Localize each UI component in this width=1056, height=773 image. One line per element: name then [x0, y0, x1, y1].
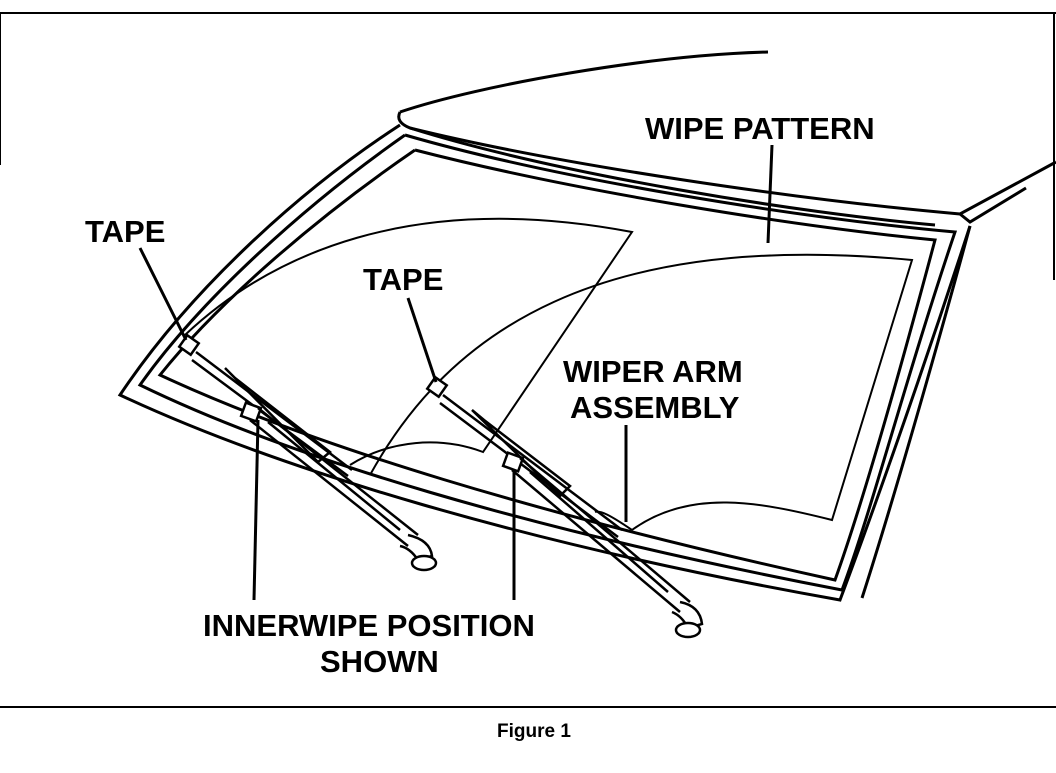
- car-roof-outline: [397, 50, 1056, 227]
- wipe-pattern-label: WIPE PATTERN: [645, 111, 875, 146]
- wiper-arm-left: [177, 333, 438, 572]
- leader-wipe-pattern: [766, 144, 774, 244]
- wiper-arm-label: WIPER ARM: [563, 354, 743, 389]
- leader-tape-left: [138, 247, 188, 341]
- windshield-frame: [117, 123, 972, 602]
- wipe-pattern-left: [184, 217, 634, 466]
- innerwipe-position-label: INNERWIPE POSITION: [203, 608, 535, 643]
- wiper-arm-right: [425, 375, 704, 639]
- figure-caption: Figure 1: [497, 721, 571, 742]
- wiper-arm-assembly-label: ASSEMBLY: [570, 390, 740, 425]
- leader-lines: [138, 144, 774, 601]
- innerwipe-shown-label: SHOWN: [320, 644, 439, 679]
- leader-innerwipe-left: [252, 419, 260, 601]
- tape-left-label: TAPE: [85, 214, 165, 249]
- tape-center-label: TAPE: [363, 262, 443, 297]
- diagram-border: [0, 12, 1056, 708]
- leader-tape-center: [406, 297, 438, 383]
